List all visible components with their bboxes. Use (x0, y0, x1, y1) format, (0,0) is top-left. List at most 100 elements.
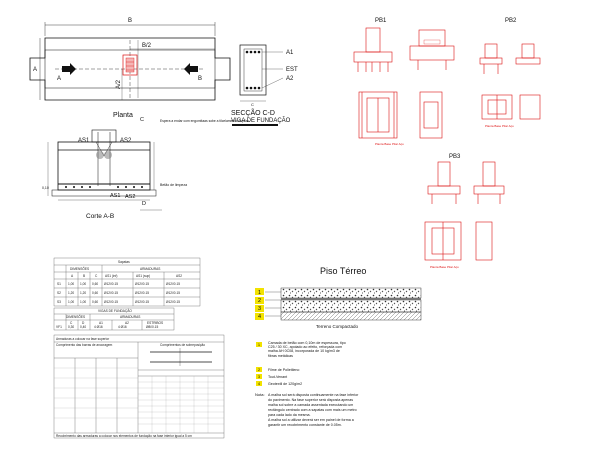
table-cell: Ø12//0.15 (104, 291, 118, 295)
seccao-drawing (232, 44, 284, 126)
piso-title: Piso Térreo (320, 266, 366, 276)
piso-legend-n1: 1 (258, 343, 260, 347)
table-cell: 0,60 (92, 300, 98, 304)
vigas-title: VIGAS DE FUNDAÇÃO (98, 308, 132, 313)
anchorage-footer: Recobrimento das armaduras a colocar nos… (56, 434, 192, 438)
pb3-drawing (424, 161, 505, 261)
table-cell: 4 Ø16 (94, 325, 103, 329)
sapatas-title: Sapatas (118, 260, 130, 264)
planta-dim-a2: A/2 (116, 79, 122, 89)
table-cell: 1,00 (68, 300, 74, 304)
seccao-title-2: VIGA DE FUNDAÇÃO (231, 117, 291, 124)
corte-as2-bottom: AS2 (125, 194, 135, 200)
piso-base-label: Terreno Compactado (316, 324, 359, 329)
vigas-header: D (82, 321, 85, 325)
pb1-drawing (353, 27, 455, 139)
pb2-drawing (479, 43, 541, 120)
piso-legend-2: Filme de Polietileno (268, 368, 299, 372)
piso-legend-n3: 3 (258, 375, 260, 379)
piso-nota-line: para cada lado da mesma. (268, 413, 311, 417)
sapatas-header: A (71, 274, 74, 278)
table-cell: 1,00 (68, 282, 74, 286)
sapatas-header: AS1 (sup) (136, 274, 150, 278)
corte-drawing (47, 129, 162, 211)
table-cell: Ø12//0.15 (104, 300, 118, 304)
vigas-header: A2 (125, 321, 129, 325)
piso-marker-1: 1 (258, 290, 261, 296)
piso-nota-line: garantir um recobrimento constante de 0.… (268, 423, 342, 427)
vigas-header: A1 (99, 321, 103, 325)
planta-section-a: A (57, 76, 61, 82)
vigas-header: C (70, 321, 73, 325)
vigas-col-arm: ARMADURAS (120, 315, 140, 319)
corte-betao: Betão de limpeza (160, 183, 187, 187)
piso-legend-n4: 4 (258, 382, 260, 386)
table-cell: S2 (57, 291, 61, 295)
planta-section-b: B (198, 76, 202, 82)
piso-legend-3: Tout-Venant (268, 375, 287, 379)
piso-legend (256, 342, 262, 386)
piso-nota-line: do pavimento. Na fase superior será disp… (268, 398, 353, 402)
corte-title: Corte A-B (86, 213, 114, 220)
table-cell: Ø12//0.15 (135, 300, 149, 304)
corte-note: Espera a endar com engomitaas sobe a til… (160, 119, 250, 123)
piso-legend-1-text: Camada de betão com 0,10m de espessura, … (268, 341, 346, 358)
table-cell: Ø12//0.15 (166, 300, 180, 304)
table-cell: Ø12//0.15 (166, 282, 180, 286)
corte-elev: 0,10 (42, 186, 49, 190)
anchorage-tables (53, 334, 225, 439)
table-cell: 1,00 (80, 300, 86, 304)
piso-nota-line: rectângulo centrado com a sapatas com ma… (268, 408, 357, 412)
table-cell: 1,20 (80, 291, 86, 295)
sapatas-col-dim: DIMENSÕES (70, 266, 89, 271)
table-cell: S1 (57, 282, 61, 286)
table-cell: Ø12//0.15 (135, 282, 149, 286)
sapatas-header: AS2 (176, 274, 182, 278)
piso-marker-4: 4 (258, 314, 261, 320)
piso-markers (255, 288, 264, 320)
planta-dim-a: A (33, 67, 37, 73)
corte-as1-bottom: AS1 (110, 193, 120, 199)
planta-dim-b: B (128, 18, 132, 24)
corte-as1: AS1 (78, 138, 90, 144)
piso-legend-1: Camada de betão com 0,10m de espessura, … (268, 341, 346, 358)
sapatas-header: C (95, 274, 98, 278)
anchorage-left-title: Comprimento das barras de ancoragem (56, 343, 113, 347)
pb3-title: PB3 (449, 154, 461, 160)
sapatas-header: B (83, 274, 85, 278)
pb3-caption: Planta Base Pilar Aço (430, 265, 459, 269)
table-cell: 0,40 (80, 325, 86, 329)
table-cell: 0,60 (92, 282, 98, 286)
seccao-title-1: SECÇÃO C-D (231, 108, 275, 117)
vigas-header: ESTRIBOS (147, 321, 163, 325)
table-cell: VF1 (56, 325, 62, 329)
piso-nota-label: Nota: (255, 392, 265, 397)
table-cell: Ø12//0.15 (104, 282, 118, 286)
piso-legend-n2: 2 (258, 368, 260, 372)
pb2-caption: Planta Base Pilar Aço (485, 124, 514, 128)
pb1-title: PB1 (375, 18, 387, 24)
piso-nota-line: A malha sol será disposta continuamente … (268, 393, 359, 397)
planta-dim-b2: B/2 (142, 43, 152, 49)
piso-section (265, 287, 422, 321)
seccao-a2: A2 (286, 76, 294, 82)
pb1-caption: Planta Base Pilar Aço (375, 142, 404, 146)
vigas-col-dim: DIMENSÕES (66, 314, 85, 319)
piso-nota-line: malha sol sobre a camada assentada execu… (268, 403, 353, 407)
piso-marker-3: 3 (258, 306, 261, 312)
piso-nota-line: A malha sol a utilizar deverá ser em pai… (268, 418, 354, 422)
vigas-header-row: C D A1 A2 ESTRIBOS (70, 321, 163, 325)
table-cell: 0,60 (92, 291, 98, 295)
corte-as2: AS2 (120, 138, 132, 144)
table-cell: 0,30 (68, 325, 74, 329)
vigas-row: VF1 0,30 0,40 4 Ø16 4 Ø16 Ø8//0.15 (56, 325, 158, 329)
sapatas-col-arm: ARMADURAS (140, 267, 160, 271)
table-cell: Ø12//0.15 (135, 291, 149, 295)
sapatas-row: S3 1,00 1,00 0,60 Ø12//0.15 Ø12//0.15 Ø1… (57, 300, 180, 304)
table-cell: S3 (57, 300, 61, 304)
anchorage-right-title: Comprimentos de sobreposição (160, 343, 205, 347)
seccao-dim-c: C (251, 102, 254, 107)
corte-dim-d: D (142, 201, 146, 207)
piso-marker-2: 2 (258, 298, 261, 304)
